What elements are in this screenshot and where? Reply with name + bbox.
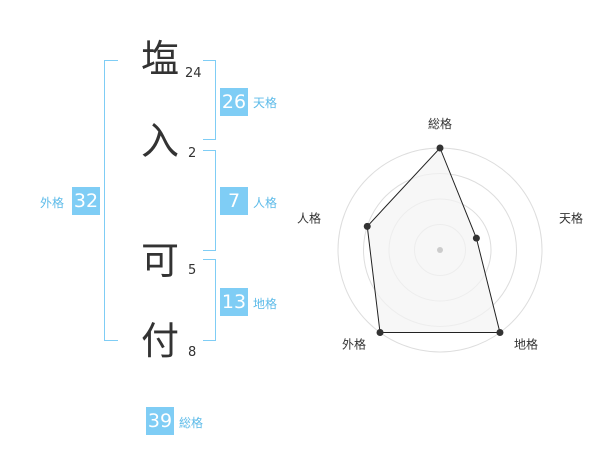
stroke-count-2: 2 (188, 146, 197, 161)
stroke-count-1: 24 (185, 66, 202, 81)
name-char-3: 可 (141, 239, 180, 283)
gaikaku-bracket (104, 60, 118, 341)
radar-point-5 (363, 222, 371, 230)
radar-point-1 (436, 144, 444, 152)
chikaku-label: 地格 (253, 297, 278, 311)
soukaku-score: 39 (146, 407, 174, 435)
radar-point-2 (472, 234, 480, 242)
radar-point-4 (376, 329, 384, 337)
chikaku-bracket (203, 259, 216, 341)
gaikaku-label: 外格 (40, 196, 65, 210)
name-char-1: 塩 (141, 37, 180, 81)
tenkaku-bracket (203, 60, 216, 140)
radar-center-dot (437, 247, 443, 253)
stroke-count-4: 8 (188, 345, 197, 360)
jinkaku-score: 7 (220, 187, 248, 215)
name-char-4: 付 (141, 319, 180, 363)
radar-axis-label-5: 人格 (297, 210, 321, 225)
radar-point-3 (496, 329, 504, 337)
radar-polygon (366, 147, 501, 334)
tenkaku-score: 26 (220, 88, 248, 116)
name-char-2: 入 (141, 119, 180, 163)
radar-axis-label-4: 外格 (342, 337, 366, 352)
jinkaku-label: 人格 (253, 196, 278, 210)
chikaku-score: 13 (220, 288, 248, 316)
jinkaku-bracket (203, 150, 216, 251)
gaikaku-score: 32 (72, 187, 100, 215)
soukaku-label: 総格 (179, 416, 204, 430)
stroke-count-3: 5 (188, 263, 197, 278)
tenkaku-label: 天格 (253, 96, 278, 110)
radar-axis-label-1: 総格 (428, 116, 452, 131)
radar-axis-label-2: 天格 (559, 210, 583, 225)
radar-axis-label-3: 地格 (514, 337, 538, 352)
